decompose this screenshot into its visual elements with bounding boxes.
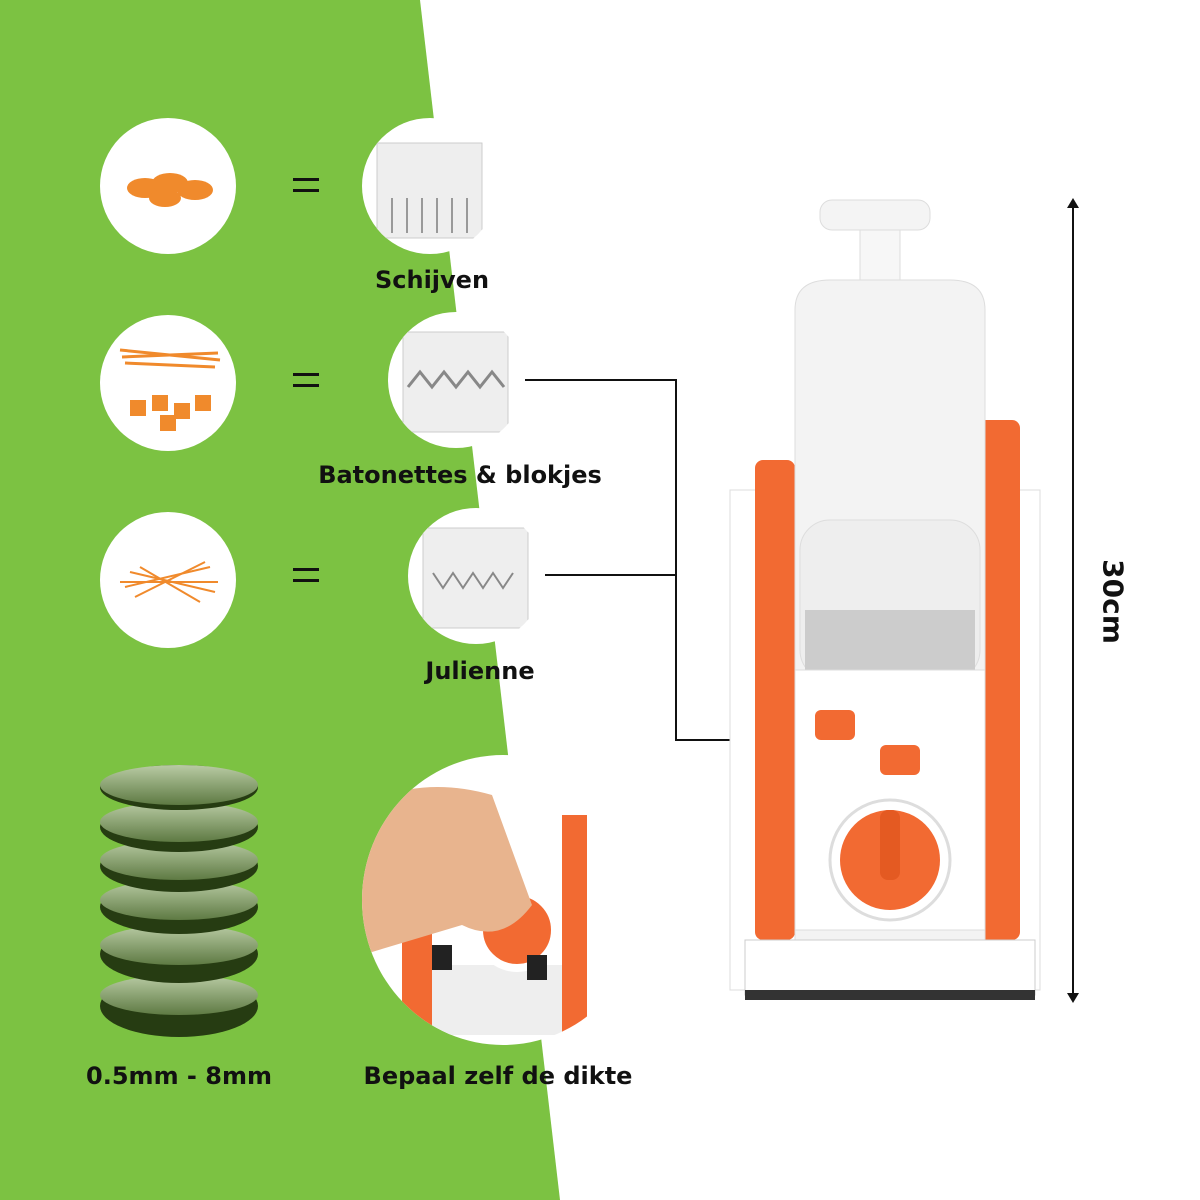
carrot-julienne-image: [100, 512, 236, 648]
height-dimension-line: [1072, 205, 1074, 995]
arrow-down-icon: [1067, 993, 1079, 1003]
slicing-blade-image: [362, 118, 498, 254]
cut-label-julienne: Julienne: [425, 657, 535, 685]
arrow-up-icon: [1067, 198, 1079, 208]
vegetable-slicer-product-image: [729, 199, 1041, 1000]
equals-icon: [293, 178, 319, 192]
julienne-blade-image: [408, 508, 544, 644]
carrot-sticks-cubes-image: [100, 315, 236, 451]
connector-line: [545, 574, 675, 576]
equals-icon: [293, 373, 319, 387]
carrot-slices-image: [100, 118, 236, 254]
height-label: 30cm: [1096, 559, 1130, 644]
thickness-range-label: 0.5mm - 8mm: [86, 1062, 272, 1090]
connector-line: [675, 379, 677, 741]
adjust-thickness-label: Bepaal zelf de dikte: [363, 1062, 633, 1090]
equals-icon: [293, 568, 319, 582]
cut-label-schijven: Schijven: [374, 266, 490, 294]
adjust-dial-photo: [362, 755, 644, 1045]
connector-line: [525, 379, 677, 381]
batonette-blade-image: [388, 312, 524, 448]
cut-label-batonettes: Batonettes & blokjes: [318, 461, 602, 489]
